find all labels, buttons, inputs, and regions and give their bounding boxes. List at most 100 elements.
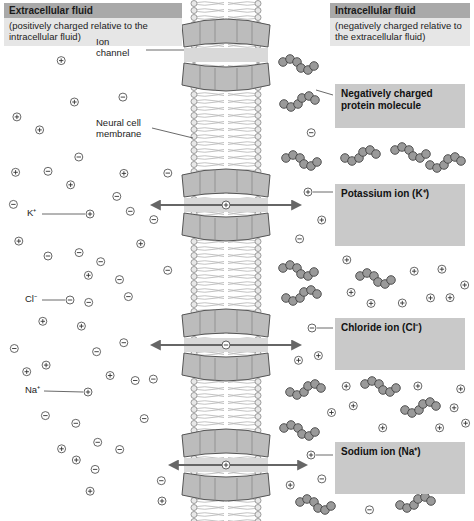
ion-channel [182,19,270,91]
ion-label: K⁺ [27,207,36,218]
ion [222,201,230,209]
ion [67,181,75,189]
ion [84,388,92,396]
protein-bead [427,497,436,506]
ion [85,298,93,306]
ion [75,153,83,161]
ion [137,240,145,248]
ion [164,266,172,274]
header-note: (negatively charged relative to the extr… [330,18,470,46]
ion [457,385,465,393]
drawing-part [146,50,184,51]
ion [77,322,85,330]
drawing-part [44,391,83,392]
ion [366,506,374,514]
protein-bead [311,428,320,437]
ion [131,377,139,385]
ion [379,424,387,432]
ion [414,382,422,390]
box-label: Sodium ion (Na⁺) [341,446,459,458]
ion [91,465,99,473]
ion [349,402,357,410]
ion [427,294,435,302]
ion [222,341,230,349]
ion [347,288,355,296]
ion [307,451,315,459]
header-note: (positively charged relative to the intr… [4,18,182,46]
ion [70,98,78,106]
ion [39,317,47,325]
ion [410,267,418,275]
ion [36,126,44,134]
ion [307,129,315,137]
ion [450,404,458,412]
ion [120,339,128,347]
ion [41,412,49,420]
leader-lines [42,50,333,455]
protein-bead [310,62,319,71]
ion [367,299,375,307]
flow-arrow [170,464,306,466]
ion [462,419,470,427]
protein-bead [327,502,336,511]
ion [314,352,322,360]
ion-label: Cl⁻ [25,293,37,304]
ion [116,446,124,454]
box-label: Chloride ion (Cl⁻) [341,322,459,334]
ion [13,113,21,121]
ion [119,93,127,101]
legend-label-box: Chloride ion (Cl⁻) [335,318,465,370]
protein-bead [310,268,319,277]
ion [328,409,336,417]
protein-bead [313,158,322,167]
ion [304,188,312,196]
ion [10,345,18,353]
protein-bead [392,384,401,393]
part-label: Ion channel [96,36,144,59]
ion [12,168,20,176]
ion [343,256,351,264]
ion [398,299,406,307]
ion [9,200,17,208]
part-label: Neural cell membrane [96,117,168,140]
ion [461,281,469,289]
drawing-part [152,128,193,138]
ion [222,461,230,469]
ion [44,167,52,175]
ion [318,475,326,483]
drawing-part [316,455,333,456]
protein-bead [422,150,431,159]
ion [113,192,121,200]
protein-bead [311,96,320,105]
ion [158,497,166,505]
ion [436,424,444,432]
ion [23,368,31,376]
protein-bead [457,157,466,166]
ion [15,237,23,245]
box-label: Negatively charged protein molecule [341,88,459,112]
ion [157,477,165,485]
ion [58,445,66,453]
drawing-part [42,214,85,215]
ion [75,249,83,257]
ion [140,415,148,423]
ion [72,456,80,464]
header-title: Intracellular fluid [330,3,470,18]
box-label: Potassium ion (K⁺) [341,188,459,200]
legend-label-box: Sodium ion (Na⁺) [335,442,465,494]
legend-label-box: Negatively charged protein molecule [335,84,465,128]
drawing-part [316,90,333,95]
drawing-part [317,328,333,329]
ion [286,481,294,489]
header-title: Extracellular fluid [4,3,182,18]
protein-bead [313,290,322,299]
ion [438,265,446,273]
ion [93,348,101,356]
ion [124,293,132,301]
ion [120,169,128,177]
ion [446,294,454,302]
drawing-part [313,192,333,193]
ion [296,235,304,243]
ion [150,216,158,224]
ion [57,57,65,65]
